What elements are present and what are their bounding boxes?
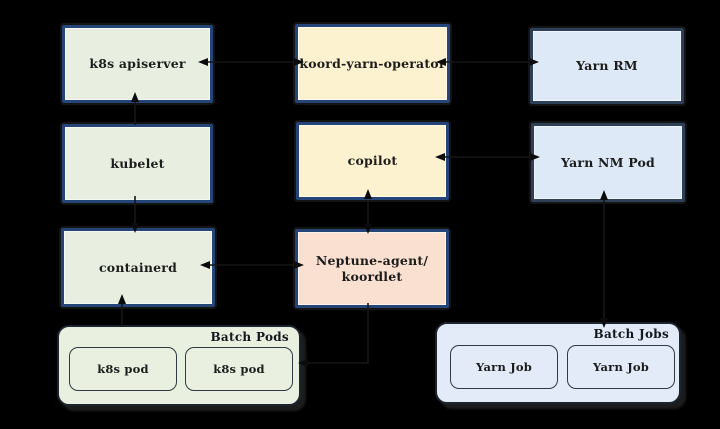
- arrow-yarn-nm-batch-jobs: [600, 190, 608, 328]
- arrow-operator-yarn-rm: [436, 58, 539, 66]
- arrow-copilot-yarn-nm: [435, 153, 540, 161]
- node-k8s-apiserver-label: k8s apiserver: [89, 56, 186, 72]
- group-batch-pods-title: Batch Pods: [210, 330, 289, 344]
- node-yarn-rm-label: Yarn RM: [576, 58, 638, 74]
- node-k8s-apiserver: k8s apiserver: [62, 25, 213, 103]
- arrow-containerd-neptune: [200, 261, 304, 269]
- chip-yarn-job-1-label: Yarn Job: [476, 360, 532, 374]
- chip-yarn-job-2: Yarn Job: [567, 345, 675, 389]
- group-batch-pods: Batch Pods k8s pod k8s pod: [57, 325, 301, 406]
- node-yarn-rm: Yarn RM: [530, 28, 684, 104]
- node-copilot-label: copilot: [347, 153, 398, 169]
- node-containerd: containerd: [61, 228, 215, 307]
- node-kubelet: kubelet: [62, 124, 213, 203]
- node-kubelet-label: kubelet: [110, 155, 165, 171]
- node-koord-yarn-operator-label: koord-yarn-operator: [299, 55, 446, 71]
- chip-k8s-pod-1-label: k8s pod: [97, 362, 149, 376]
- chip-k8s-pod-2-label: k8s pod: [213, 362, 265, 376]
- node-copilot: copilot: [296, 122, 449, 200]
- chip-k8s-pod-2: k8s pod: [185, 347, 293, 391]
- chip-yarn-job-1: Yarn Job: [450, 345, 558, 389]
- node-neptune-label-line1: Neptune-agent/: [315, 252, 429, 268]
- group-batch-jobs: Batch Jobs Yarn Job Yarn Job: [435, 322, 681, 404]
- node-containerd-label: containerd: [98, 259, 178, 275]
- node-koord-yarn-operator: koord-yarn-operator: [295, 24, 450, 103]
- chip-k8s-pod-1: k8s pod: [69, 347, 177, 391]
- node-yarn-nm-pod-label: Yarn NM Pod: [560, 154, 656, 170]
- node-neptune-label-line2: koordlet: [341, 268, 403, 284]
- arrow-neptune-batch-pods: [298, 303, 369, 367]
- group-batch-jobs-title: Batch Jobs: [593, 327, 669, 341]
- chip-yarn-job-2-label: Yarn Job: [593, 360, 649, 374]
- arrow-apiserver-operator: [198, 58, 304, 66]
- node-yarn-nm-pod: Yarn NM Pod: [531, 123, 685, 202]
- node-neptune-agent-koordlet: Neptune-agent/ koordlet: [295, 229, 449, 308]
